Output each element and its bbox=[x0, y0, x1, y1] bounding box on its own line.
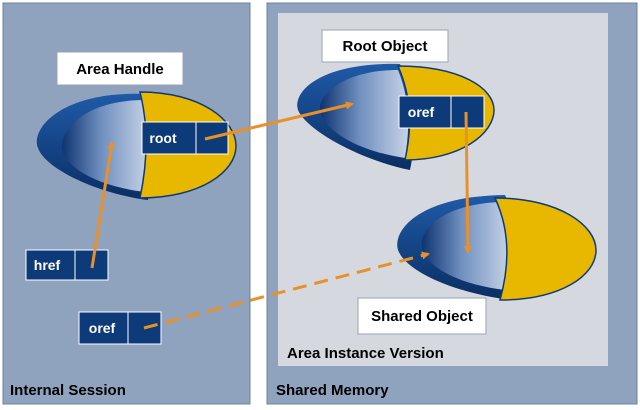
root-object-label: Root Object bbox=[343, 38, 428, 55]
href-label: href bbox=[34, 257, 61, 273]
oref-to-shared-object-arrow bbox=[463, 111, 472, 254]
area-handle-object bbox=[36, 91, 237, 200]
internal-session-label: Internal Session bbox=[10, 382, 126, 399]
shared-object bbox=[397, 195, 597, 301]
area-instance-version-label: Area Instance Version bbox=[287, 345, 444, 362]
root-to-root-object-arrow bbox=[204, 101, 354, 141]
root-object bbox=[297, 63, 495, 170]
root-object-oref-box: oref bbox=[398, 95, 485, 129]
session-oref-label: oref bbox=[89, 320, 116, 336]
root-ref-label: root bbox=[149, 130, 177, 146]
area-handle-label: Area Handle bbox=[76, 61, 164, 78]
area-handle-label-box: Area Handle bbox=[56, 51, 184, 86]
root-object-oref-label: oref bbox=[408, 104, 435, 120]
session-oref-box: oref bbox=[78, 311, 162, 345]
shared-object-label: Shared Object bbox=[371, 308, 473, 325]
shared-memory-label: Shared Memory bbox=[276, 382, 389, 399]
root-object-label-box: Root Object bbox=[321, 29, 449, 63]
href-box: href bbox=[25, 249, 109, 281]
shared-object-label-box: Shared Object bbox=[357, 297, 487, 335]
session-oref-to-shared-object-arrow bbox=[143, 251, 430, 330]
href-to-area-handle-arrow bbox=[90, 141, 116, 269]
